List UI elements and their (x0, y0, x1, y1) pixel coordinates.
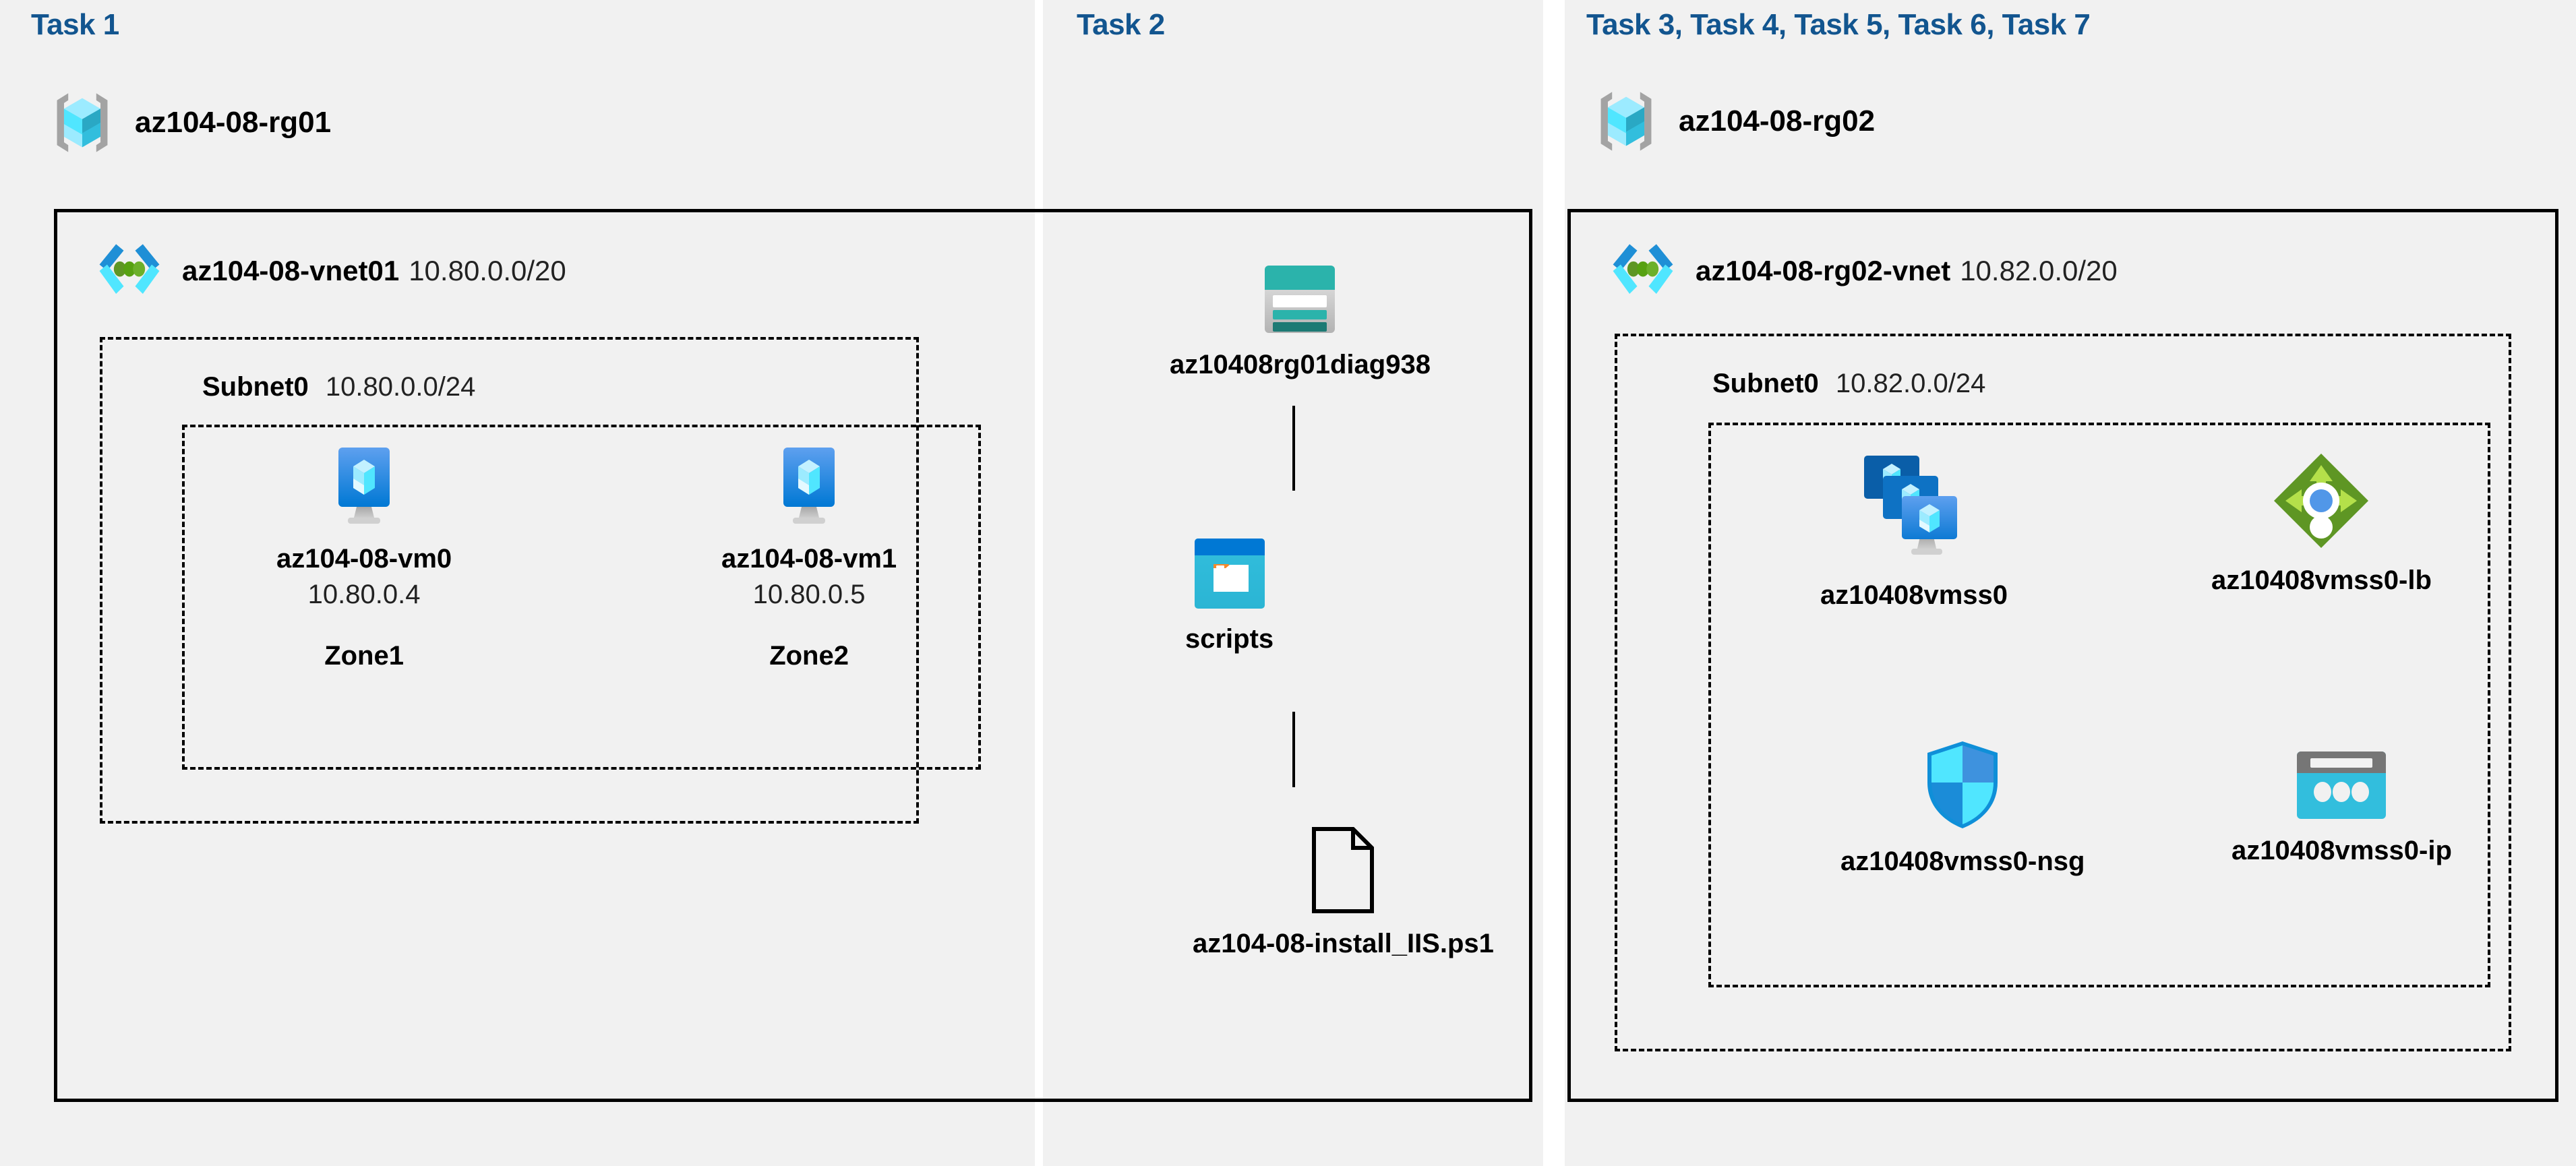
panel-task1-background (0, 0, 1035, 1166)
task3to7-vnet-cidr: 10.82.0.0/20 (1960, 255, 2118, 286)
task2-script-file-label: az104-08-install_IIS.ps1 (1193, 929, 1494, 958)
task3to7-nsg-node[interactable]: az10408vmss0-nsg (1840, 738, 2085, 878)
load-balancer-icon (2271, 450, 2372, 551)
task1-title: Task 1 (31, 8, 119, 41)
task3to7-title: Task 3, Task 4, Task 5, Task 6, Task 7 (1586, 8, 2091, 41)
task3to7-subnet-box (1615, 334, 2511, 1051)
task2-connector-scripts-to-file (1292, 712, 1295, 787)
task1-resource-group: az104-08-rg01 (47, 88, 331, 158)
task1-subnet-cidr: 10.80.0.0/24 (325, 372, 476, 402)
task3to7-resource-group-label: az104-08-rg02 (1679, 104, 1876, 137)
task2-connector-storage-to-scripts (1292, 406, 1295, 491)
task2-scripts-node[interactable]: scripts (1185, 537, 1274, 656)
task1-vm0-label: az104-08-vm0 (276, 544, 452, 574)
task1-vm0-node[interactable]: az104-08-vm0 10.80.0.4 Zone1 (276, 445, 452, 671)
task1-subnet-box (100, 337, 919, 824)
task3to7-resource-box (1708, 423, 2490, 987)
task1-vnet-cidr: 10.80.0.0/20 (409, 255, 566, 286)
task1-vm1-node[interactable]: az104-08-vm1 10.80.0.5 Zone2 (721, 445, 897, 671)
task3to7-vnet-header: az104-08-rg02-vnet 10.82.0.0/20 (1608, 240, 2118, 302)
task1-vnet-border-right-segment (1529, 209, 1532, 1102)
task3to7-vnet-name: az104-08-rg02-vnet 10.82.0.0/20 (1696, 255, 2118, 287)
virtual-network-icon (1608, 240, 1678, 302)
task1-subnet-header: Subnet0 10.80.0.0/24 (202, 372, 475, 402)
task1-vm1-ip: 10.80.0.5 (752, 580, 866, 609)
task1-vm1-zone: Zone2 (769, 641, 849, 671)
virtual-network-icon (94, 240, 164, 302)
vm-scale-set-icon (1860, 452, 1968, 566)
storage-account-icon (1262, 263, 1338, 336)
task1-vnet-name-text: az104-08-vnet01 (182, 255, 400, 286)
task1-vnet-name: az104-08-vnet01 10.80.0.0/20 (182, 255, 566, 287)
task2-storage-node[interactable]: az10408rg01diag938 (1170, 263, 1431, 381)
task3to7-resource-group: az104-08-rg02 (1591, 86, 1875, 156)
network-security-group-icon (1921, 738, 2004, 832)
task1-vm-zone-box (182, 425, 981, 770)
task2-title: Task 2 (1077, 8, 1165, 41)
task3to7-ip-node[interactable]: az10408vmss0-ip (2231, 750, 2452, 867)
task3to7-lb-label: az10408vmss0-lb (2211, 565, 2432, 595)
task1-vnet-border-top-segment (1043, 209, 1532, 212)
script-file-icon (1310, 826, 1376, 915)
public-ip-address-icon (2294, 750, 2389, 822)
virtual-machine-icon (325, 445, 403, 530)
blob-container-icon (1193, 537, 1266, 610)
task2-script-file-node[interactable]: az104-08-install_IIS.ps1 (1193, 826, 1494, 960)
task3to7-vnet-name-text: az104-08-rg02-vnet (1696, 255, 1951, 286)
task3to7-vnet-box (1567, 209, 2558, 1102)
task1-vnet-header: az104-08-vnet01 10.80.0.0/20 (94, 240, 566, 302)
virtual-machine-icon (770, 445, 848, 530)
task3to7-vmss-label: az10408vmss0 (1820, 580, 2008, 610)
task1-vm0-ip: 10.80.0.4 (307, 580, 421, 609)
task3to7-lb-node[interactable]: az10408vmss0-lb (2211, 450, 2432, 597)
task1-vm0-zone: Zone1 (324, 641, 404, 671)
task3to7-ip-label: az10408vmss0-ip (2231, 836, 2452, 865)
task3to7-nsg-label: az10408vmss0-nsg (1840, 847, 2085, 876)
task1-resource-group-label: az104-08-rg01 (135, 106, 332, 139)
panel-task3to7-background (1565, 0, 2576, 1166)
task1-vnet-border-bottom-segment (1043, 1099, 1532, 1102)
task1-vm1-label: az104-08-vm1 (721, 544, 897, 574)
task3to7-vmss-node[interactable]: az10408vmss0 (1820, 452, 2008, 612)
panel-task2-foreground (1043, 0, 1543, 1166)
resource-group-icon (1591, 86, 1661, 156)
task2-storage-label: az10408rg01diag938 (1170, 350, 1431, 379)
task1-subnet-name: Subnet0 (202, 372, 309, 402)
task3to7-subnet-name: Subnet0 (1712, 369, 1819, 398)
task3to7-subnet-header: Subnet0 10.82.0.0/24 (1712, 369, 1985, 399)
resource-group-icon (47, 88, 117, 158)
task2-scripts-label: scripts (1185, 624, 1274, 654)
task3to7-subnet-cidr: 10.82.0.0/24 (1835, 369, 1986, 398)
